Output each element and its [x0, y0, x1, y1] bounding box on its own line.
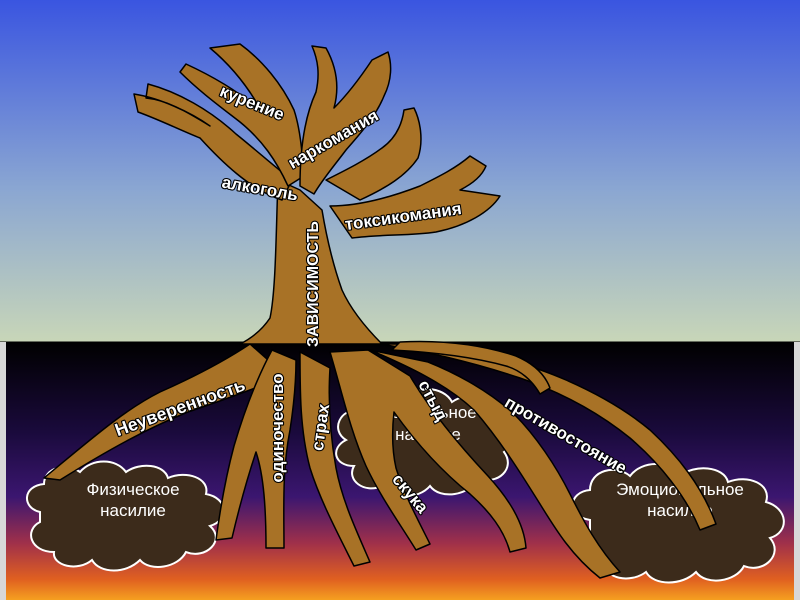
ground-right-edge: [794, 342, 800, 600]
root-upper-right: [391, 340, 551, 395]
tree: [43, 43, 717, 579]
branch-drugs: [299, 45, 392, 195]
cloud-physical-line1: Физическое: [86, 480, 179, 499]
ground-left-edge: [0, 342, 6, 600]
root-fear: [299, 351, 371, 567]
root-boredom: [329, 349, 527, 553]
branch-left: [133, 83, 293, 201]
root-shame: [369, 349, 621, 579]
root-far-left: [43, 343, 287, 481]
root-label-loneliness: одиночество: [268, 373, 287, 482]
branch-toxic: [329, 155, 501, 239]
branch-right-small: [325, 107, 422, 201]
cloud-physical: Физическое насилие: [26, 460, 225, 572]
branch-smoking: [179, 43, 305, 187]
trunk-label: ЗАВИСИМОСТЬ: [305, 221, 322, 347]
root-loneliness: [215, 349, 297, 549]
cloud-physical-line2: насилие: [100, 501, 166, 520]
